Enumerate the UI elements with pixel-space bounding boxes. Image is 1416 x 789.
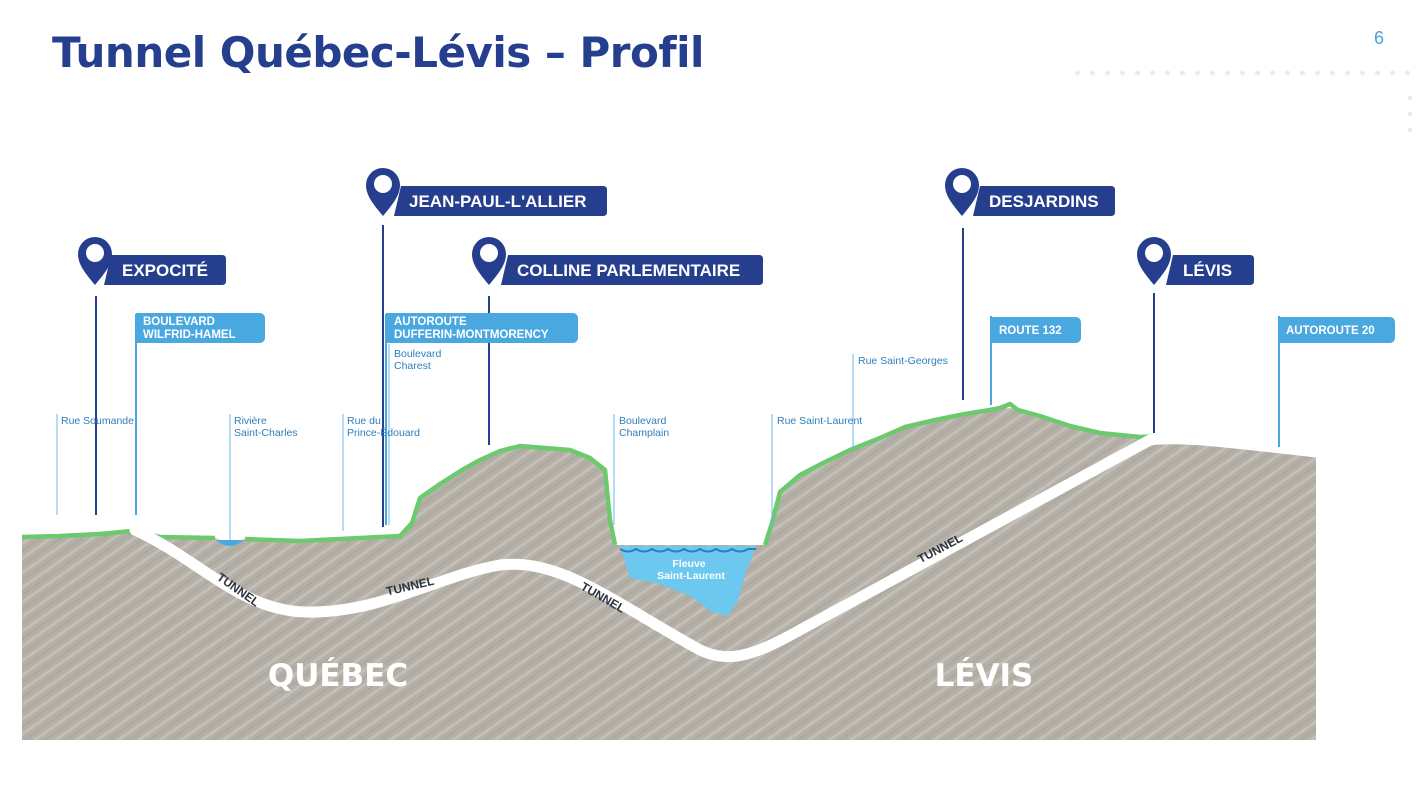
street-rue-saint-georges: Rue Saint-Georges (858, 355, 948, 367)
decorative-dots-side (1404, 90, 1416, 140)
road-dufferin-montmorency: AUTOROUTE DUFFERIN-MONTMORENCY (386, 313, 578, 343)
fleuve-saint-laurent (620, 546, 756, 616)
tunnel-path (129, 433, 1322, 662)
station-colline-parlementaire: COLLINE PARLEMENTAIRE (472, 237, 763, 285)
road-label-line2: WILFRID-HAMEL (143, 329, 236, 341)
river-label-line2: Saint-Laurent (657, 570, 725, 582)
station-expocite: EXPOCITÉ (78, 237, 226, 285)
street-champlain-line2: Champlain (619, 427, 669, 439)
road-autoroute-20: AUTOROUTE 20 (1279, 317, 1395, 343)
street-riviere-line1: Rivière (234, 415, 267, 427)
street-rue-saint-laurent: Rue Saint-Laurent (777, 415, 862, 427)
station-desjardins: DESJARDINS (945, 168, 1115, 216)
water-waves (619, 547, 756, 553)
decorative-dots (1070, 69, 1416, 77)
street-riviere-line2: Saint-Charles (234, 427, 298, 439)
station-levis: LÉVIS (1137, 237, 1254, 285)
river-label-line1: Fleuve (672, 558, 705, 570)
street-prince-edouard-line1: Rue du (347, 415, 381, 427)
street-markers (56, 344, 854, 540)
station-poles (95, 225, 1155, 527)
station-label: JEAN-PAUL-L'ALLIER (409, 192, 587, 211)
street-champlain-line1: Boulevard (619, 415, 666, 427)
road-label-line1: AUTOROUTE (394, 316, 467, 328)
riviere-saint-charles (216, 540, 244, 546)
road-wilfrid-hamel: BOULEVARD WILFRID-HAMEL (136, 313, 265, 343)
road-label-line2: DUFFERIN-MONTMORENCY (394, 329, 549, 341)
road-label: AUTOROUTE 20 (1286, 325, 1375, 337)
slide-title: Tunnel Québec-Lévis – Profil (52, 28, 704, 77)
station-jean-paul-lallier: JEAN-PAUL-L'ALLIER (366, 168, 607, 216)
station-label: COLLINE PARLEMENTAIRE (517, 261, 740, 280)
road-label: ROUTE 132 (999, 325, 1062, 337)
station-label: LÉVIS (1183, 261, 1232, 280)
street-rue-soumande: Rue Soumande (61, 415, 134, 427)
street-prince-edouard-line2: Prince-Édouard (347, 426, 420, 439)
page-number: 6 (1374, 28, 1385, 48)
road-label-line1: BOULEVARD (143, 316, 215, 328)
road-route-132: ROUTE 132 (991, 317, 1081, 343)
street-charest-line1: Boulevard (394, 348, 441, 360)
station-label: DESJARDINS (989, 192, 1099, 211)
city-quebec: QUÉBEC (268, 658, 408, 694)
station-label: EXPOCITÉ (122, 261, 208, 280)
city-levis: LÉVIS (935, 658, 1034, 694)
street-charest-line2: Charest (394, 360, 431, 372)
